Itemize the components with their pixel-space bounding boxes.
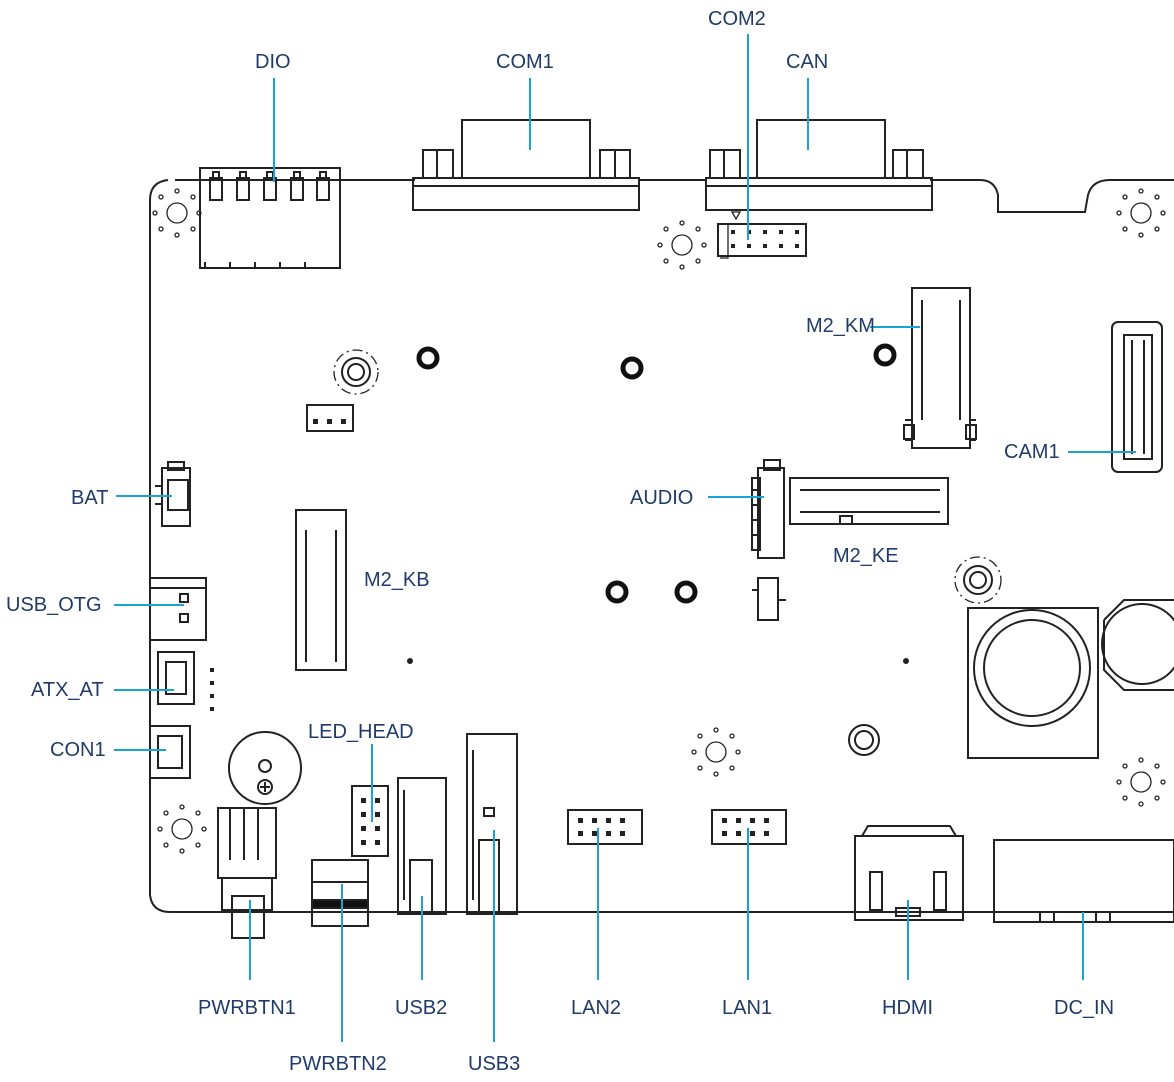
label-usb2: USB2 [395, 997, 448, 1019]
small-header [306, 404, 354, 432]
m2-ke-slot [789, 477, 949, 525]
pwrbtn1-connector [217, 807, 277, 939]
audio-connector [751, 459, 785, 559]
dot-2 [903, 658, 909, 664]
label-com1: COM1 [496, 51, 554, 73]
led-head-header [351, 785, 389, 857]
board-outline [149, 179, 1174, 913]
dot-1 [407, 658, 413, 664]
m2-kb-slot [295, 509, 347, 671]
pwrbtn2-connector [311, 859, 369, 927]
hole-4 [605, 580, 629, 604]
lan2-header [567, 809, 643, 845]
label-led-head: LED_HEAD [308, 721, 414, 743]
capacitor-1 [967, 607, 1099, 759]
label-com2: COM2 [708, 8, 766, 30]
label-m2-km: M2_KM [806, 315, 875, 337]
hole-3 [873, 343, 897, 367]
standoff-2 [954, 556, 1002, 604]
atx-dots [210, 668, 214, 711]
dio-connector [199, 167, 341, 269]
con1-connector [149, 725, 191, 779]
hole-2 [620, 356, 644, 380]
com2-header [717, 211, 807, 259]
bat-connector [155, 461, 191, 527]
label-can: CAN [786, 51, 829, 73]
label-hdmi: HDMI [882, 997, 934, 1019]
dc-in-connector [993, 839, 1174, 923]
hole-1 [416, 346, 440, 370]
capacitor-2 [1101, 599, 1174, 691]
hole-5 [674, 580, 698, 604]
m2-km-slot [903, 287, 977, 449]
label-atx-at: ATX_AT [31, 679, 104, 701]
label-bat: BAT [71, 487, 109, 509]
label-usb-otg: USB_OTG [6, 594, 102, 616]
label-m2-ke: M2_KE [833, 545, 899, 567]
label-usb3: USB3 [468, 1053, 521, 1075]
atx-at-switch [157, 651, 195, 705]
leader-lines [114, 34, 1136, 1042]
com1-connector [412, 119, 640, 211]
mount-hole-com2 [657, 220, 707, 270]
mount-hole-bottom-left [157, 804, 207, 854]
can-connector [705, 119, 933, 211]
label-pwrbtn2: PWRBTN2 [289, 1053, 387, 1075]
jumper [752, 577, 786, 621]
label-lan2: LAN2 [571, 997, 622, 1019]
label-lan1: LAN1 [722, 997, 773, 1019]
standoff-3 [848, 724, 880, 756]
mount-hole-top-right [1116, 188, 1166, 238]
label-audio: AUDIO [630, 487, 694, 509]
label-pwrbtn1: PWRBTN1 [198, 997, 296, 1019]
label-dc-in: DC_IN [1054, 997, 1115, 1019]
buzzer [228, 731, 302, 805]
label-dio: DIO [255, 51, 291, 73]
label-m2-kb: M2_KB [364, 569, 430, 591]
standoff-1 [333, 349, 379, 395]
label-con1: CON1 [50, 739, 106, 761]
usb-otg-connector [149, 577, 207, 641]
usb2-connector [397, 777, 447, 915]
mount-hole-center [691, 727, 741, 777]
cam1-connector [1111, 321, 1163, 473]
label-cam1: CAM1 [1004, 441, 1060, 463]
usb3-connector [466, 733, 518, 915]
mount-hole-right [1116, 757, 1166, 807]
mount-hole-top-left [152, 188, 202, 238]
